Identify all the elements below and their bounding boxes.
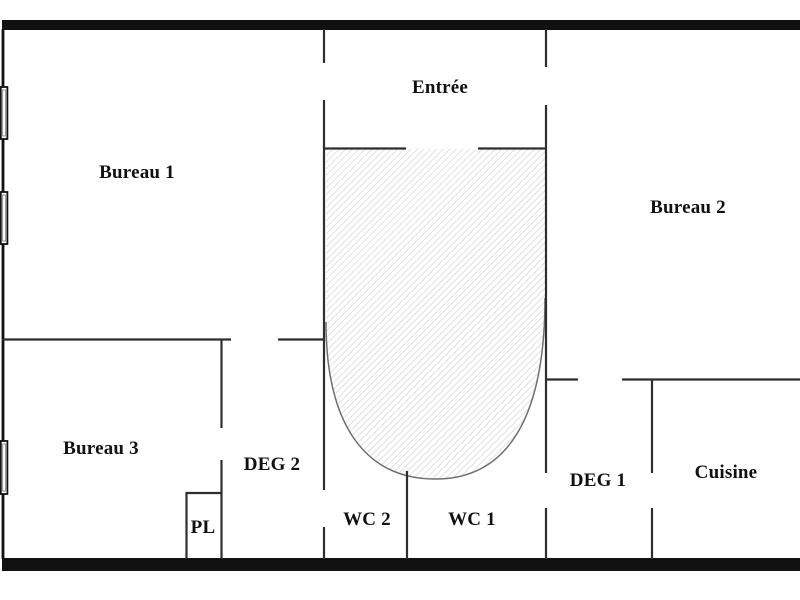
window-inner-pane	[2, 443, 7, 492]
window-inner-pane	[2, 89, 7, 137]
exterior-wall-bottom	[2, 558, 800, 571]
room-label-cuisine: Cuisine	[694, 462, 758, 483]
exterior-wall-top	[2, 20, 800, 30]
windows-group	[0, 86, 9, 495]
room-label-pl: PL	[190, 517, 216, 538]
room-label-deg-2: DEG 2	[243, 454, 301, 475]
room-label-entree: Entrée	[411, 77, 469, 98]
room-label-wc-2: WC 2	[343, 509, 391, 530]
arch-curve	[325, 297, 546, 480]
room-label-bureau-2: Bureau 2	[650, 197, 726, 218]
window-icon	[0, 191, 9, 245]
hatched-arch-area	[326, 149, 545, 479]
room-label-bureau-1: Bureau 1	[99, 162, 175, 183]
room-label-deg-1: DEG 1	[569, 470, 627, 491]
window-icon	[0, 440, 9, 495]
window-icon	[0, 86, 9, 140]
closet-pl-walls	[185, 491, 222, 559]
room-label-bureau-3: Bureau 3	[63, 438, 139, 459]
room-label-wc-1: WC 1	[448, 509, 496, 530]
window-inner-pane	[2, 194, 7, 242]
